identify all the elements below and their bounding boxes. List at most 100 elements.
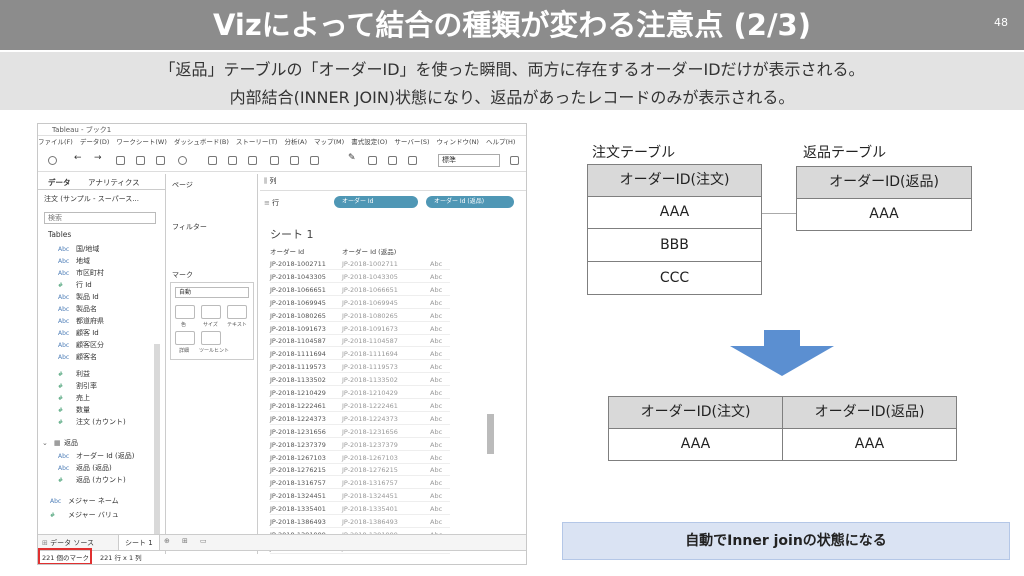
menu-dashboard[interactable]: ダッシュボード(B) bbox=[173, 138, 229, 146]
measure-item[interactable]: #売上 bbox=[58, 394, 90, 402]
sort-asc-icon[interactable] bbox=[290, 156, 299, 165]
menu-worksheet[interactable]: ワークシート(W) bbox=[116, 138, 167, 146]
highlight-pen-icon[interactable]: ✎ bbox=[348, 153, 356, 163]
color-button[interactable] bbox=[175, 305, 195, 319]
menu-file[interactable]: ファイル(F) bbox=[38, 138, 73, 146]
tooltip-button[interactable] bbox=[201, 331, 221, 345]
new-datasource-icon[interactable] bbox=[136, 156, 145, 165]
tab-analytics[interactable]: アナリティクス bbox=[88, 178, 140, 187]
save-icon[interactable] bbox=[116, 156, 125, 165]
measure-item[interactable]: #数量 bbox=[58, 406, 90, 414]
tableau-logo-icon[interactable] bbox=[48, 156, 57, 165]
new-worksheet-icon[interactable] bbox=[208, 156, 217, 165]
show-me-icon[interactable] bbox=[510, 156, 519, 165]
back-arrow-icon[interactable]: ← bbox=[74, 153, 82, 163]
mark-type-select[interactable]: 自動 bbox=[175, 287, 249, 298]
datasource-tab[interactable]: ⊞ データ ソース bbox=[42, 539, 94, 547]
menu-format[interactable]: 書式設定(O) bbox=[351, 138, 388, 146]
forward-arrow-icon[interactable]: → bbox=[94, 153, 102, 163]
measure-values-item[interactable]: #メジャー バリュ bbox=[50, 511, 119, 519]
swap-icon[interactable] bbox=[270, 156, 279, 165]
refresh-icon[interactable] bbox=[178, 156, 187, 165]
grid-header-order-id-returns[interactable]: オーダー Id (返品) bbox=[342, 248, 397, 256]
view-scrollbar[interactable] bbox=[487, 414, 494, 454]
filters-shelf-label: フィルター bbox=[172, 223, 207, 231]
row-pill-order-id[interactable]: オーダー Id bbox=[334, 196, 418, 208]
search-input[interactable]: 検索 bbox=[44, 212, 156, 224]
row-pill-order-id-returns[interactable]: オーダー Id (返品) bbox=[426, 196, 514, 208]
grid-cell-order-id: JP-2018-1080265 bbox=[270, 311, 326, 320]
returns-table-node[interactable]: ⌄▦返品 bbox=[42, 439, 78, 447]
detail-button[interactable] bbox=[175, 331, 195, 345]
label-icon[interactable] bbox=[388, 156, 397, 165]
clear-icon[interactable] bbox=[248, 156, 257, 165]
data-pane-tabs: データ アナリティクス bbox=[38, 174, 166, 190]
new-sheet-icon[interactable] bbox=[156, 156, 165, 165]
menu-data[interactable]: データ(D) bbox=[79, 138, 110, 146]
status-bar: 221 個のマーク 221 行 x 1 列 bbox=[38, 550, 526, 564]
menu-server[interactable]: サーバー(S) bbox=[394, 138, 430, 146]
menu-window[interactable]: ウィンドウ(N) bbox=[436, 138, 479, 146]
new-sheet-tab-icon[interactable]: ⊕ bbox=[164, 537, 170, 545]
menu-story[interactable]: ストーリー(T) bbox=[235, 138, 278, 146]
result-header-returns: オーダーID(返品) bbox=[782, 396, 957, 429]
size-button[interactable] bbox=[201, 305, 221, 319]
measure-item[interactable]: #注文 (カウント) bbox=[58, 418, 126, 426]
new-story-icon[interactable]: ▭ bbox=[200, 537, 207, 545]
data-pane-scrollbar[interactable] bbox=[154, 344, 160, 544]
fix-axes-icon[interactable] bbox=[408, 156, 417, 165]
text-button[interactable] bbox=[227, 305, 247, 319]
grid-cell-abc: Abc bbox=[430, 427, 443, 436]
grid-header-order-id[interactable]: オーダー Id bbox=[270, 248, 305, 256]
menu-map[interactable]: マップ(M) bbox=[314, 138, 345, 146]
measure-item[interactable]: #割引率 bbox=[58, 382, 97, 390]
new-dashboard-icon[interactable]: ⊞ bbox=[182, 537, 188, 545]
menu-analysis[interactable]: 分析(A) bbox=[284, 138, 307, 146]
sort-desc-icon[interactable] bbox=[310, 156, 319, 165]
returns-field-item[interactable]: #返品 (カウント) bbox=[58, 476, 126, 484]
field-item[interactable]: #行 Id bbox=[58, 281, 92, 289]
fit-select[interactable]: 標準 bbox=[438, 154, 500, 167]
group-icon[interactable] bbox=[368, 156, 377, 165]
tab-data[interactable]: データ bbox=[48, 178, 71, 187]
menu-help[interactable]: ヘルプ(H) bbox=[485, 138, 516, 146]
datasource-name[interactable]: 注文 (サンプル - スーパース... bbox=[44, 195, 139, 203]
duplicate-icon[interactable] bbox=[228, 156, 237, 165]
measure-item[interactable]: #利益 bbox=[58, 370, 90, 378]
sheet-tab[interactable]: シート 1 bbox=[118, 535, 160, 550]
returns-table-label: 返品テーブル bbox=[803, 145, 887, 161]
